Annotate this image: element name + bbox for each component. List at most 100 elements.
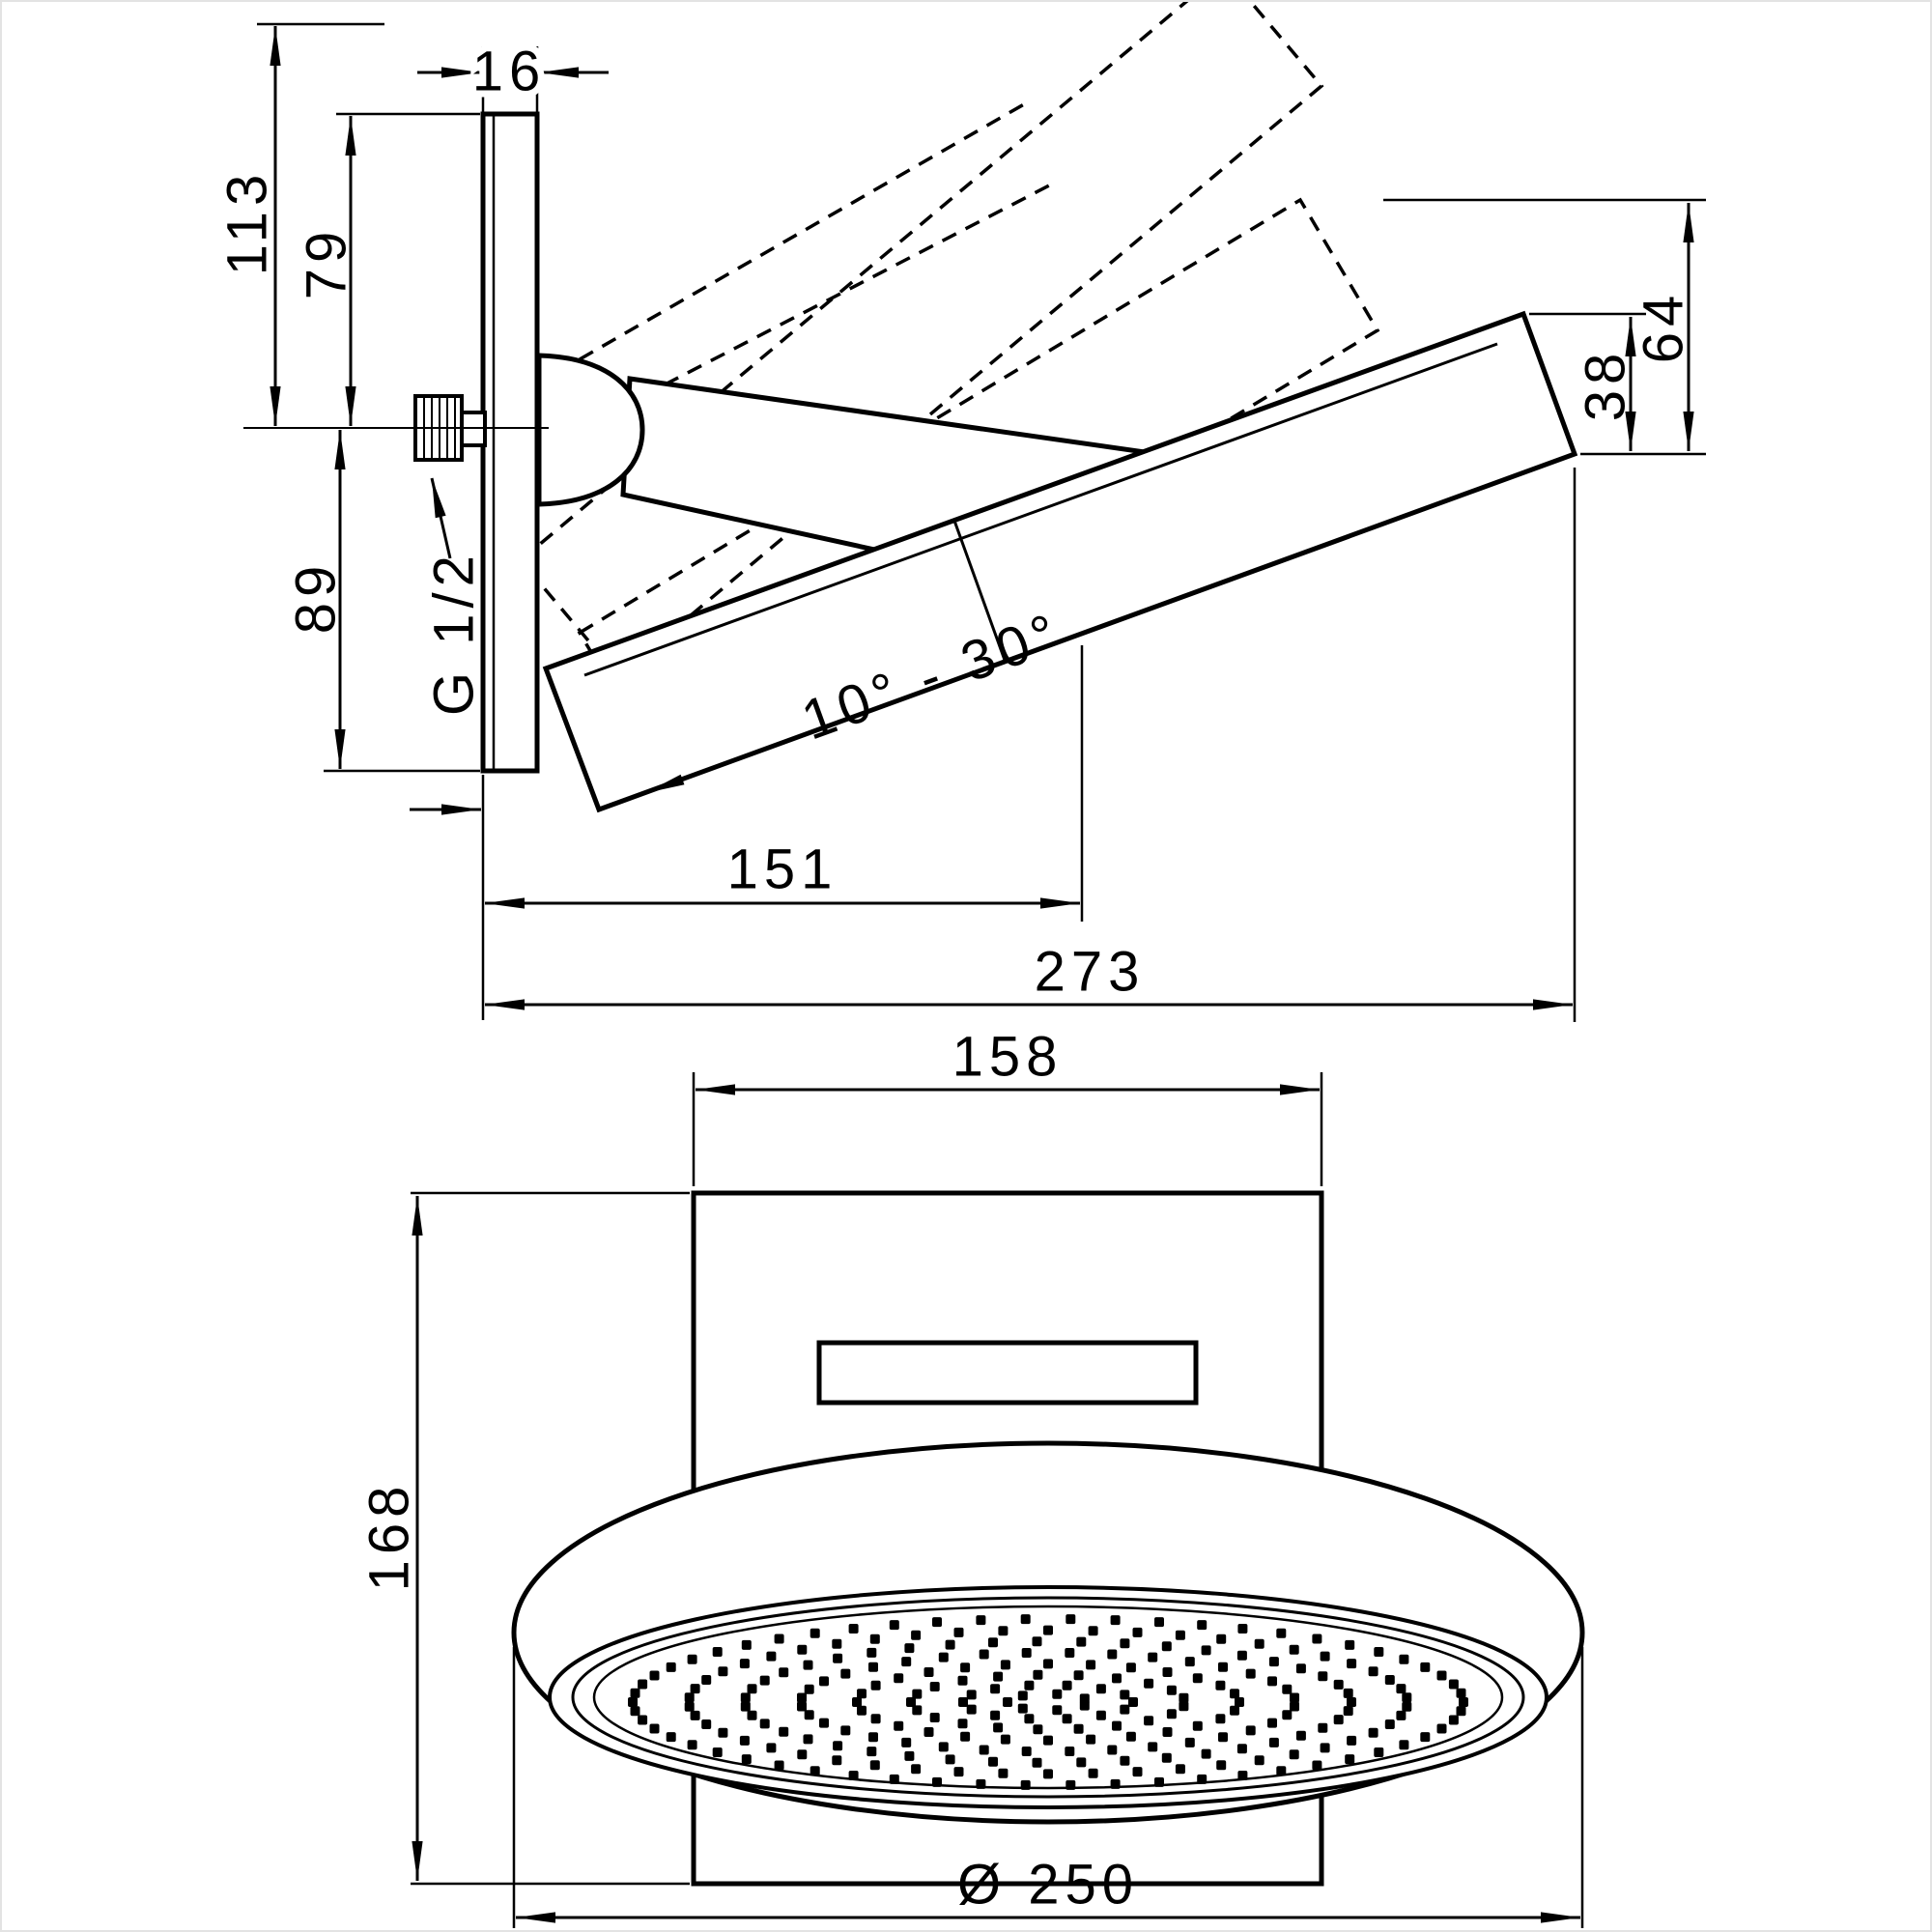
dimension-151: 151 [481, 645, 1084, 1020]
nozzle-dot [957, 1675, 968, 1686]
nozzle-dot [1456, 1688, 1466, 1698]
nozzle-dot [1215, 1680, 1226, 1690]
nozzle-dot [1043, 1769, 1053, 1779]
nozzle-dot [1201, 1748, 1211, 1759]
nozzle-dot [976, 1778, 986, 1789]
pivot-housing-front [816, 1340, 1199, 1406]
nozzle-dot [938, 1742, 949, 1752]
nozzle-dot [912, 1705, 923, 1716]
nozzle-dot [739, 1659, 750, 1669]
nozzle-dot [833, 1741, 843, 1751]
nozzle-dot [1343, 1688, 1353, 1698]
nozzle-dot [1073, 1670, 1084, 1681]
nozzle-dot [1086, 1734, 1096, 1745]
nozzle-dot [1110, 1778, 1121, 1789]
nozzle-dot [1320, 1743, 1330, 1753]
nozzle-dot [1128, 1697, 1138, 1707]
side-view: 16 113 79 89 G 1/2 10° [216, 0, 1706, 1022]
nozzle-dot [1148, 1652, 1158, 1662]
nozzle-dot [832, 1638, 842, 1649]
nozzle-dot [1043, 1735, 1053, 1746]
nozzle-dot [993, 1671, 1004, 1682]
leader-line [430, 477, 452, 559]
nozzle-dot [649, 1670, 660, 1681]
nozzle-dot [803, 1660, 813, 1670]
nozzle-dot [1312, 1634, 1322, 1644]
nozzle-dot [1052, 1705, 1063, 1716]
nozzle-dot [1073, 1723, 1084, 1734]
dimension-64: 64 [1383, 198, 1706, 451]
nozzle-dot [923, 1667, 934, 1677]
dim-label-diameter: Ø 250 [957, 1854, 1139, 1917]
nozzle-dot [958, 1697, 968, 1707]
nozzle-dot [1235, 1697, 1244, 1707]
nozzle-dot [747, 1710, 757, 1720]
nozzle-dot [741, 1639, 752, 1650]
nozzle-dot [911, 1630, 922, 1640]
nozzle-dot [766, 1651, 777, 1662]
nozzle-dot [759, 1719, 770, 1729]
nozzle-dot [1282, 1684, 1293, 1694]
nozzle-dot [1107, 1649, 1118, 1660]
dim-label-79: 79 [296, 226, 358, 300]
nozzle-dot [1043, 1625, 1053, 1635]
nozzle-dot [1184, 1657, 1195, 1667]
thread-label-text: G 1/2 [423, 550, 486, 716]
nozzle-dot [1154, 1776, 1164, 1787]
nozzle-dot [1436, 1670, 1447, 1681]
head-face-inner-line [583, 342, 1498, 677]
nozzle-dot [1197, 1620, 1208, 1631]
nozzle-dot [894, 1720, 904, 1731]
nozzle-dot [1333, 1715, 1344, 1725]
nozzle-dot [1216, 1634, 1227, 1644]
nozzle-dot [932, 1776, 942, 1787]
nozzle-dot [1384, 1675, 1395, 1685]
nozzle-dot [1333, 1679, 1344, 1690]
nozzle-dot [960, 1731, 971, 1742]
nozzle-dot [1345, 1754, 1355, 1765]
nozzle-dot [1245, 1668, 1256, 1679]
nozzle-dot [1192, 1673, 1203, 1684]
nozzle-dot [852, 1697, 862, 1707]
dim-label-158: 158 [952, 1026, 1064, 1089]
nozzle-dot [848, 1771, 859, 1780]
nozzle-dot [701, 1675, 712, 1685]
nozzle-dot [1148, 1742, 1158, 1752]
nozzle-dot [945, 1639, 955, 1650]
dimension-89: 89 [285, 430, 480, 773]
nozzle-dot [923, 1727, 934, 1737]
nozzle-dot [1021, 1648, 1032, 1658]
wall-plate-side [480, 111, 540, 774]
nozzle-dot [1456, 1706, 1466, 1717]
dimension-16: 16 [417, 34, 609, 114]
nozzle-dot [1112, 1673, 1122, 1684]
nozzle-dot [998, 1626, 1009, 1636]
nozzle-dot [810, 1628, 820, 1638]
nozzle-dot [833, 1653, 843, 1663]
nozzle-dot [1065, 1614, 1076, 1625]
nozzle-dot [1162, 1667, 1173, 1677]
nozzle-dot [739, 1735, 750, 1746]
nozzle-dot [1236, 1650, 1247, 1661]
nozzle-dot [945, 1754, 955, 1765]
nozzle-dot [774, 1634, 784, 1644]
nozzle-dot [649, 1723, 660, 1734]
nozzle-dot [1065, 1648, 1075, 1658]
nozzle-dot [1166, 1709, 1177, 1719]
nozzle-dot [690, 1710, 700, 1720]
nozzle-dot [1021, 1747, 1032, 1756]
nozzle-dot [1043, 1659, 1053, 1669]
nozzle-dot [1088, 1768, 1098, 1778]
nozzle-dot [684, 1701, 695, 1712]
dimension-113: 113 [216, 22, 384, 426]
nozzle-dot [1003, 1697, 1012, 1707]
nozzle-field [628, 1614, 1468, 1790]
nozzle-dot [979, 1649, 989, 1660]
nozzle-dot [638, 1715, 648, 1725]
nozzle-dot [894, 1673, 904, 1684]
shower-head-disc-side [542, 310, 1578, 813]
nozzle-dot [1062, 1714, 1072, 1724]
nozzle-dot [988, 1756, 998, 1767]
nozzle-dot [1088, 1626, 1098, 1636]
dim-label-168: 168 [358, 1481, 421, 1592]
